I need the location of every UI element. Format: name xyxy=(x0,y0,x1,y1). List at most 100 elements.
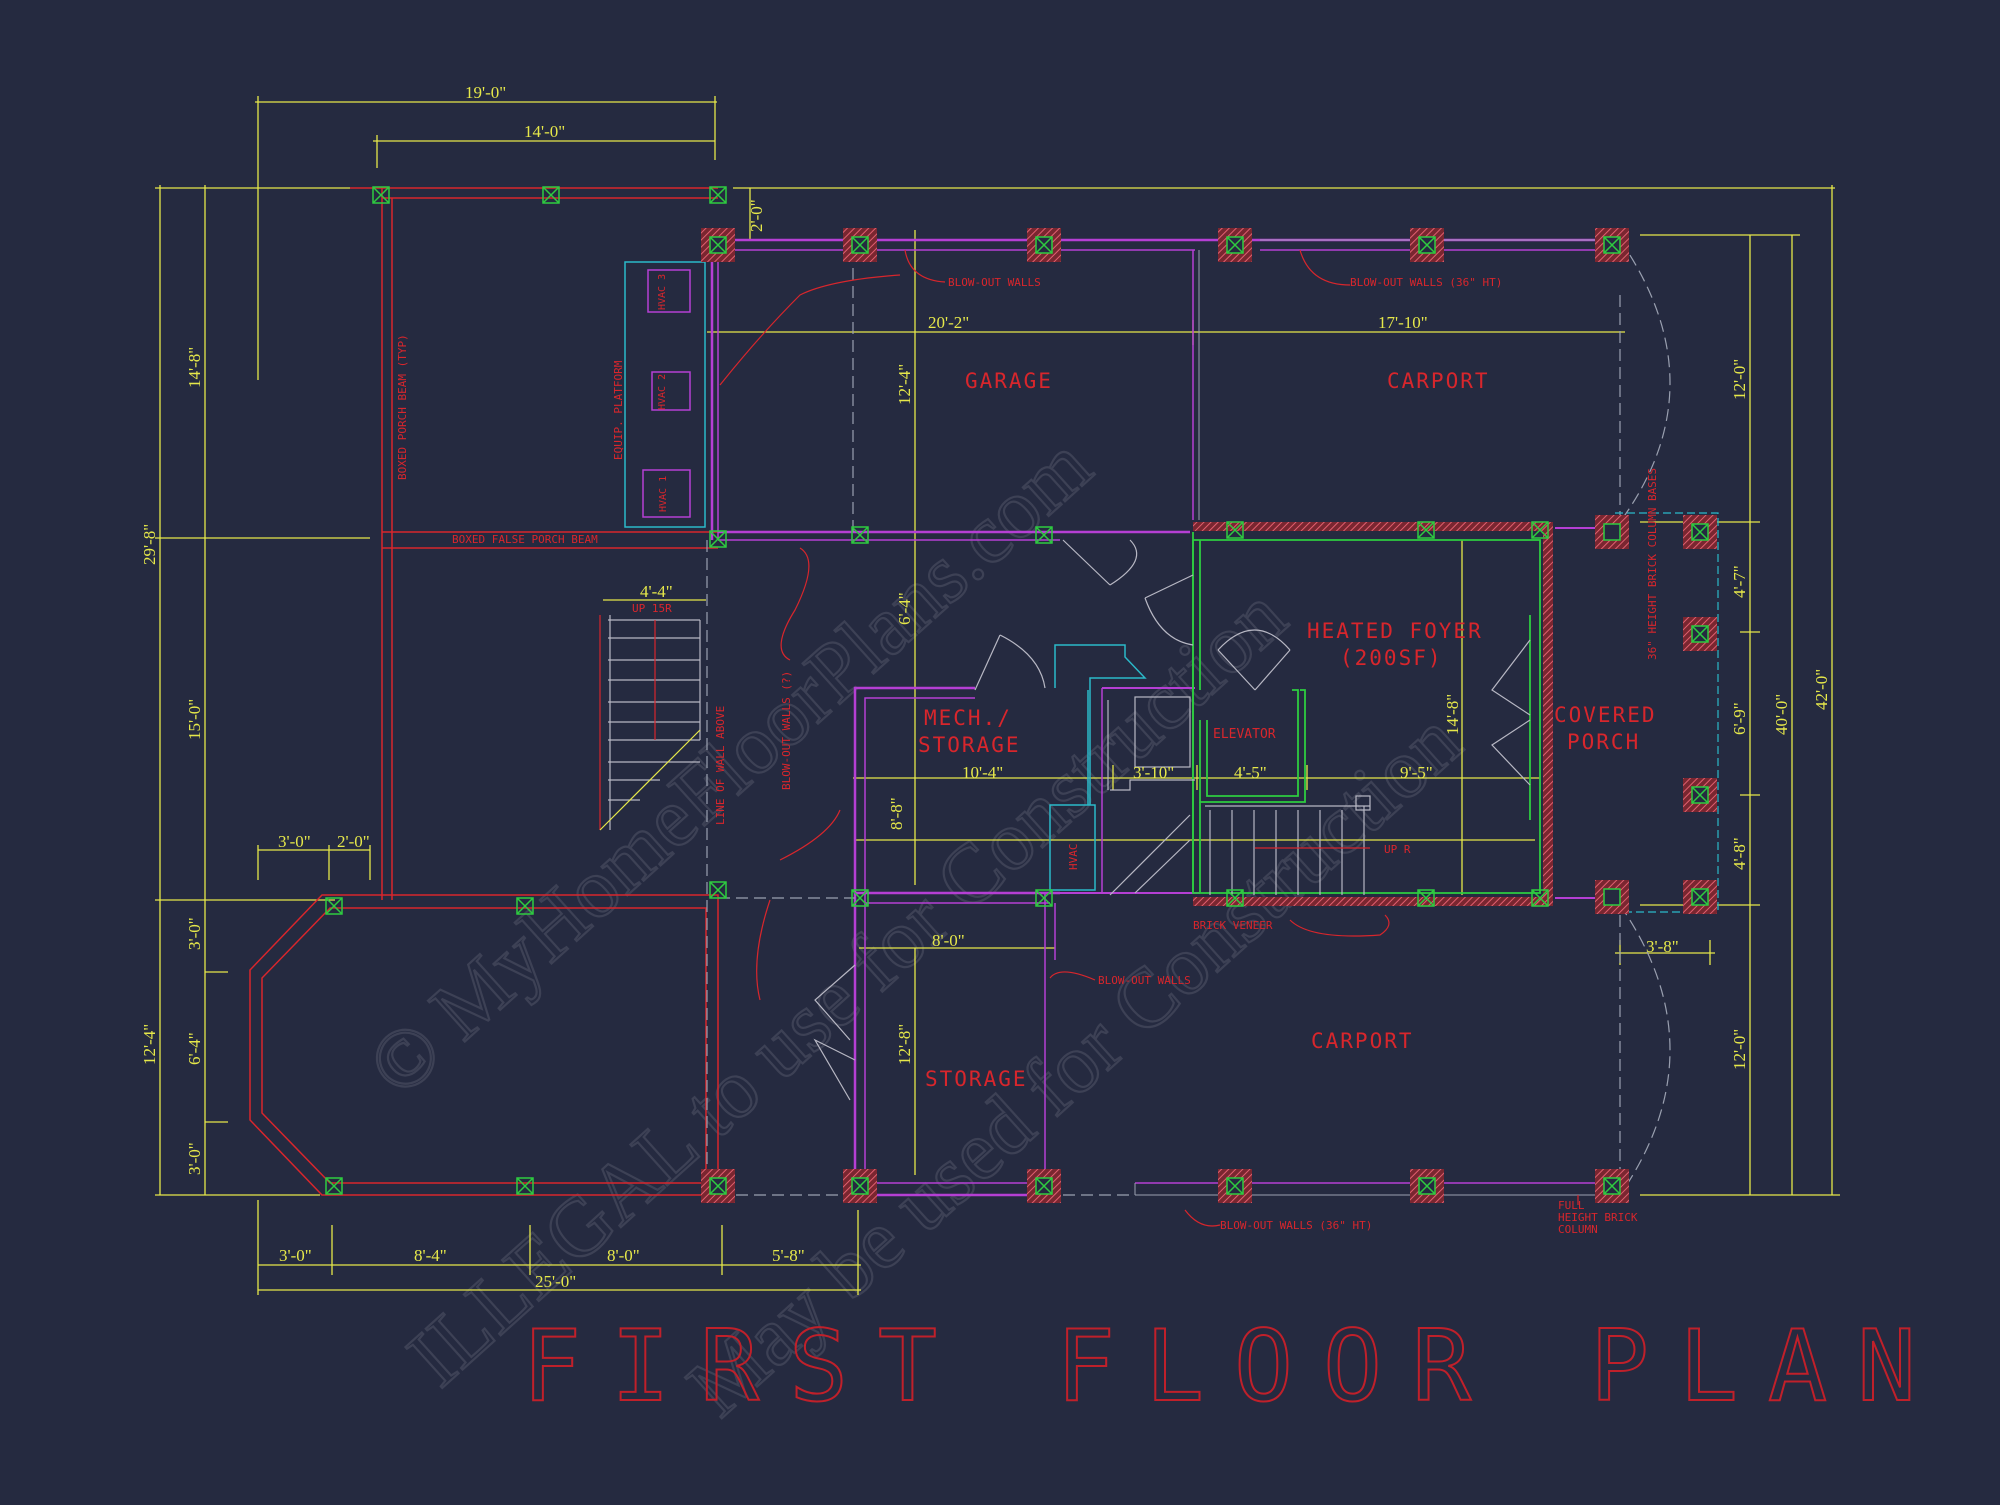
brick-column xyxy=(1218,1169,1252,1203)
dim-left-29-8: 29'-8" xyxy=(140,524,159,565)
dim-stair-4-4: 4'-4" xyxy=(640,582,673,601)
note-full-height-1: FULL xyxy=(1558,1199,1585,1212)
brick-column xyxy=(1410,228,1444,262)
column-marker xyxy=(1035,889,1053,907)
dim-garage-width: 20'-2" xyxy=(928,313,969,332)
dim-storage-8-0: 8'-0" xyxy=(932,931,965,950)
exterior-walls xyxy=(249,187,1719,1197)
dim-bay-6-4: 6'-4" xyxy=(185,1032,204,1065)
dim-bot-5-8: 5'-8" xyxy=(772,1246,805,1265)
dim-right-3-8: 3'-8" xyxy=(1646,937,1679,956)
note-blowout-walls-left: BLOW-OUT WALLS (?) xyxy=(780,671,793,790)
column-marker xyxy=(1035,526,1053,544)
room-labels: GARAGE CARPORT HEATED FOYER (200SF) MECH… xyxy=(918,369,1657,1091)
room-elevator: ELEVATOR xyxy=(1213,727,1276,742)
note-blowout-walls-top: BLOW-OUT WALLS xyxy=(948,276,1041,289)
dim-storage-12-8: 12'-8" xyxy=(895,1024,914,1065)
column-marker xyxy=(516,1177,534,1195)
dim-hall-6-4: 6'-4" xyxy=(895,592,914,625)
dim-elev-4-5: 4'-5" xyxy=(1234,763,1267,782)
column-marker xyxy=(1531,889,1549,907)
note-boxed-porch-beam: BOXED PORCH BEAM (TYP) xyxy=(396,334,409,480)
room-covered-porch-2: PORCH xyxy=(1567,730,1640,754)
note-full-height-2: HEIGHT BRICK xyxy=(1558,1211,1638,1224)
hvac-boxes xyxy=(642,269,691,518)
room-heated-foyer-area: (200SF) xyxy=(1340,646,1443,670)
leaders xyxy=(719,249,1579,1227)
note-blowout-walls-36-top: BLOW-OUT WALLS (36" HT) xyxy=(1350,276,1502,289)
note-brick-veneer: BRICK VENEER xyxy=(1193,919,1273,932)
room-mech-storage: STORAGE xyxy=(918,733,1021,757)
brick-veneer xyxy=(1193,522,1553,906)
note-up-r: UP R xyxy=(1384,843,1411,856)
room-covered-porch: COVERED xyxy=(1554,703,1657,727)
column-marker xyxy=(1417,889,1435,907)
note-hvac: HVAC xyxy=(1067,844,1080,871)
dim-bot-25-0: 25'-0" xyxy=(535,1272,576,1291)
dim-bot-8-4: 8'-4" xyxy=(414,1246,447,1265)
brick-column xyxy=(1683,617,1717,651)
column-marker xyxy=(851,526,869,544)
note-boxed-false-porch-beam: BOXED FALSE PORCH BEAM xyxy=(452,533,598,546)
note-up-stairs: UP 15R xyxy=(632,602,672,615)
brick-column xyxy=(1595,228,1629,262)
note-hvac-2: HVAC 2 xyxy=(657,374,668,410)
hvac-unit xyxy=(1049,804,1096,891)
room-garage: GARAGE xyxy=(965,369,1053,393)
dim-mech-8-8: 8'-8" xyxy=(887,797,906,830)
foyer-walls xyxy=(1192,532,1541,894)
dim-left-2-0: 2'-0" xyxy=(337,832,370,851)
brick-column xyxy=(1683,515,1717,549)
stairs xyxy=(599,615,1371,896)
column-marker xyxy=(851,889,869,907)
column-marker xyxy=(372,186,390,204)
dim-top-14: 14'-0" xyxy=(524,122,565,141)
note-line-of-wall-above: LINE OF WALL ABOVE xyxy=(714,706,727,825)
drawing-title: FIRST FLOOR PLAN xyxy=(522,1310,1946,1424)
dim-left-15-0: 15'-0" xyxy=(185,699,204,740)
dimension-labels: 19'-0" 14'-0" 2'-0" 20'-2" 17'-10" 12'-4… xyxy=(140,83,1831,1291)
dim-right-40-0: 40'-0" xyxy=(1772,694,1791,735)
room-carport-bottom: CARPORT xyxy=(1311,1029,1414,1053)
brick-column xyxy=(1683,778,1717,812)
note-hvac-1: HVAC 1 xyxy=(658,476,669,512)
brick-column xyxy=(1027,1169,1061,1203)
equipment xyxy=(624,261,1147,891)
dim-bot-3-0: 3'-0" xyxy=(279,1246,312,1265)
room-storage: STORAGE xyxy=(925,1067,1028,1091)
annotations: BLOW-OUT WALLS BLOW-OUT WALLS (36" HT) B… xyxy=(396,274,1659,1236)
column-marker xyxy=(1531,521,1549,539)
room-heated-foyer: HEATED FOYER xyxy=(1307,619,1483,643)
column-marker xyxy=(542,186,560,204)
dim-right-12-0a: 12'-0" xyxy=(1730,359,1749,400)
brick-column xyxy=(1595,515,1629,549)
dim-left-3-0a: 3'-0" xyxy=(278,832,311,851)
column-marker xyxy=(709,186,727,204)
column-marker xyxy=(1226,521,1244,539)
dim-v-2-0: 2'-0" xyxy=(747,199,766,232)
dim-bay-3-0a: 3'-0" xyxy=(185,917,204,950)
note-blowout-walls-mid: BLOW-OUT WALLS xyxy=(1098,974,1191,987)
dimension-lines xyxy=(155,96,1840,1295)
room-carport-top: CARPORT xyxy=(1387,369,1490,393)
note-equip-platform: EQUIP. PLATFORM xyxy=(612,360,625,460)
brick-column xyxy=(701,1169,735,1203)
watermark: © MyHomeFloorPlans.com ILLEGAL to use fo… xyxy=(349,417,1479,1435)
dim-right-12-0b: 12'-0" xyxy=(1730,1029,1749,1070)
room-mech: MECH./ xyxy=(924,706,1012,730)
column-marker xyxy=(709,881,727,899)
note-hvac-3: HVAC 3 xyxy=(657,274,668,310)
dim-foyer-14-8: 14'-8" xyxy=(1443,694,1462,735)
dim-right-6-9: 6'-9" xyxy=(1730,702,1749,735)
note-brick-column-bases: 36" HEIGHT BRICK COLUMN BASES xyxy=(1646,468,1659,660)
columns xyxy=(325,186,1549,1195)
dim-foyer-9-5: 9'-5" xyxy=(1400,763,1433,782)
dim-bot-8-0: 8'-0" xyxy=(607,1246,640,1265)
brick-column xyxy=(1027,228,1061,262)
brick-column xyxy=(843,228,877,262)
dim-bay-3-0b: 3'-0" xyxy=(185,1142,204,1175)
doors xyxy=(813,539,1531,1101)
column-marker xyxy=(325,897,343,915)
